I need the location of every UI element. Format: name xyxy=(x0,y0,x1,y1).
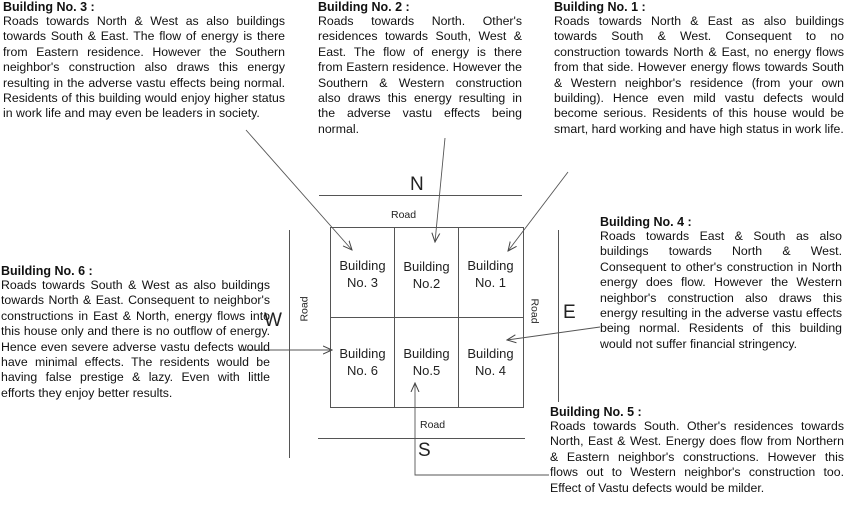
road-label-north: Road xyxy=(391,209,417,221)
arrow-b5 xyxy=(415,383,549,476)
description-text: Roads towards North & East as also build… xyxy=(554,14,844,136)
north-label: N xyxy=(410,174,424,195)
description-text: Roads towards South. Other's residences … xyxy=(550,419,844,495)
road-label-east: Road xyxy=(528,298,541,324)
description-building-1: Building No. 1 : Roads towards North & E… xyxy=(554,0,844,137)
description-building-3: Building No. 3 : Roads towards North & W… xyxy=(3,0,285,122)
arrow-b4 xyxy=(507,326,601,340)
description-text: Roads towards North & West as also build… xyxy=(3,14,285,121)
east-label: E xyxy=(563,302,576,323)
description-title: Building No. 6 : xyxy=(1,264,93,278)
description-text: Roads towards North. Other's residences … xyxy=(318,14,522,136)
south-label: S xyxy=(418,440,431,461)
road-label-south: Road xyxy=(420,419,446,431)
arrow-b1 xyxy=(508,171,569,251)
description-building-6: Building No. 6 : Roads towards South & W… xyxy=(1,264,270,401)
description-building-2: Building No. 2 : Roads towards North. Ot… xyxy=(318,0,522,137)
description-building-5: Building No. 5 : Roads towards South. Ot… xyxy=(550,405,844,496)
arrow-b3 xyxy=(245,129,352,250)
description-title: Building No. 2 : xyxy=(318,0,410,14)
arrow-b2 xyxy=(435,137,446,242)
description-text: Roads towards East & South as also build… xyxy=(600,229,842,351)
road-label-west: Road xyxy=(298,296,311,322)
west-label: W xyxy=(264,310,282,331)
description-title: Building No. 4 : xyxy=(600,215,692,229)
description-title: Building No. 1 : xyxy=(554,0,646,14)
description-building-4: Building No. 4 : Roads towards East & So… xyxy=(600,215,842,352)
description-title: Building No. 3 : xyxy=(3,0,95,14)
description-text: Roads towards South & West as also build… xyxy=(1,278,270,400)
description-title: Building No. 5 : xyxy=(550,405,642,419)
